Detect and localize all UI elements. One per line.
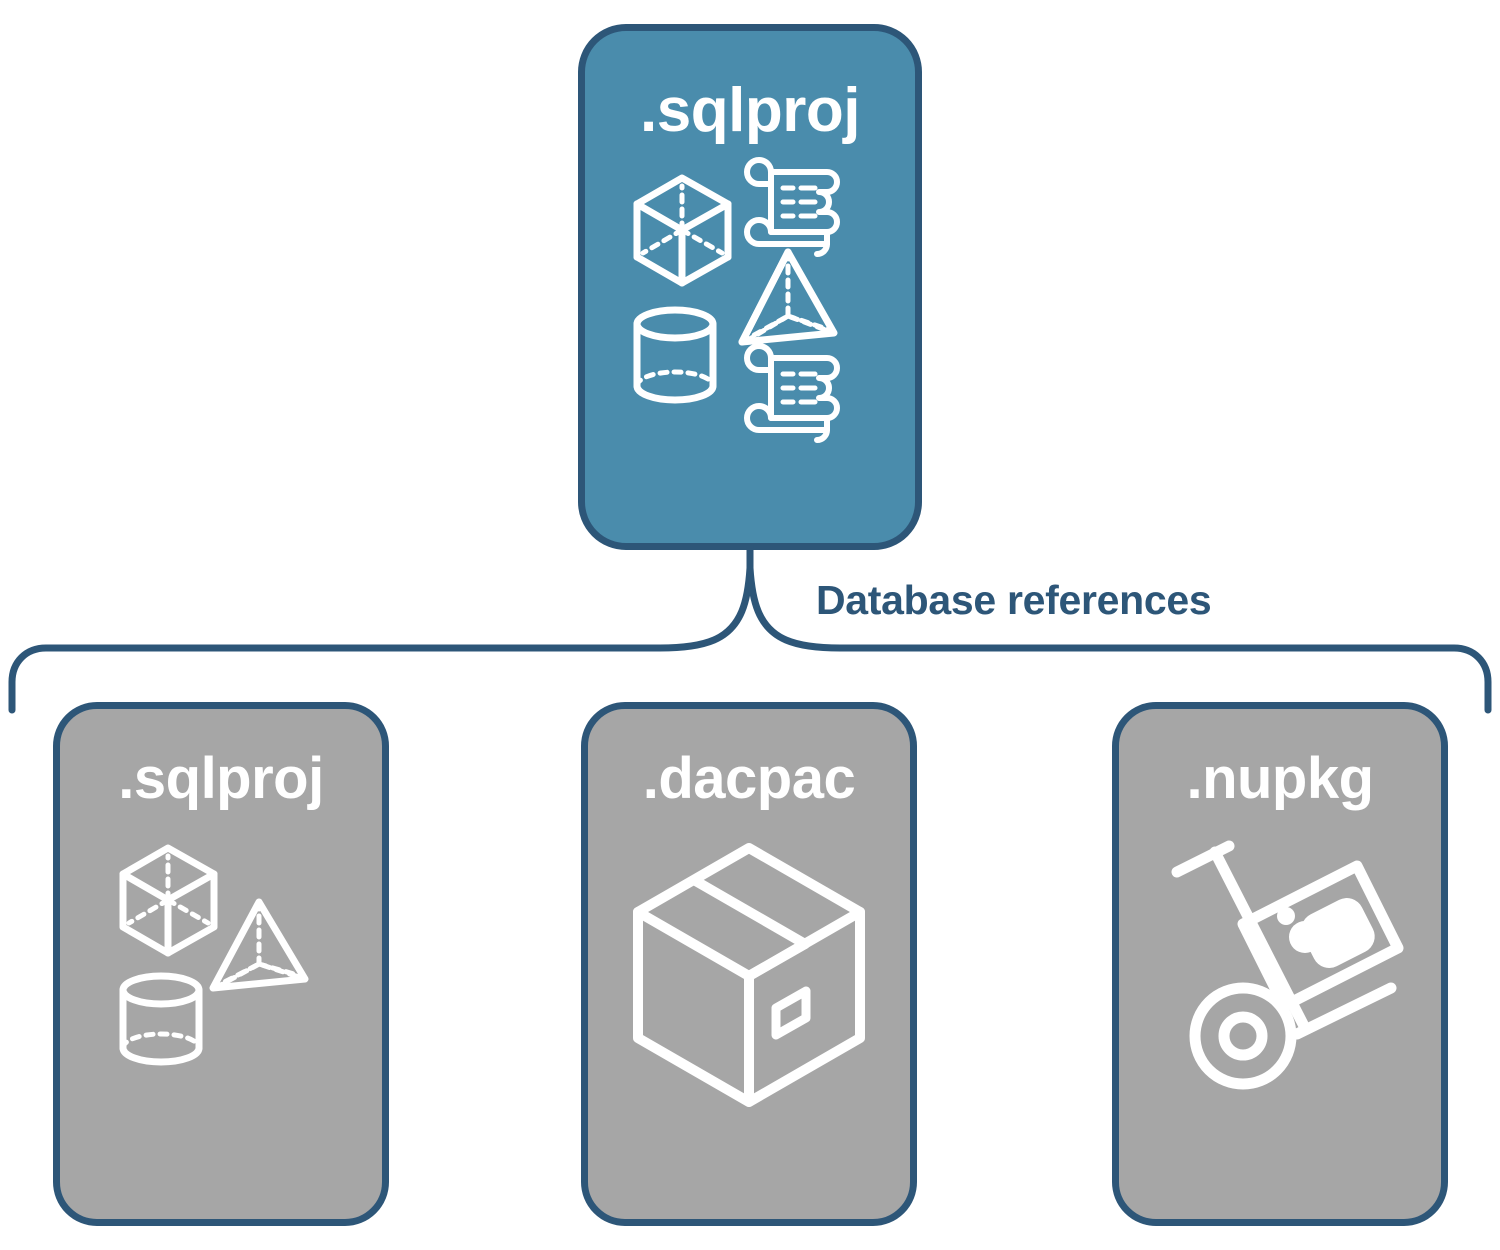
card-dacpac[interactable]: .dacpac	[581, 702, 917, 1226]
card-title-nupkg: .nupkg	[1186, 746, 1374, 811]
cube-wireframe-icon	[119, 844, 218, 957]
card-sqlproj-parent[interactable]: .sqlproj	[578, 24, 922, 550]
cylinder-wireframe-icon	[119, 972, 203, 1066]
card-nupkg[interactable]: .nupkg	[1112, 702, 1448, 1226]
connector-label-database-references: Database references	[816, 577, 1212, 623]
card-artwork-sqlproj-parent	[585, 146, 915, 543]
card-title-dacpac: .dacpac	[642, 746, 856, 811]
cube-wireframe-icon	[633, 174, 732, 287]
pyramid-wireframe-icon	[738, 248, 838, 346]
package-box-icon	[633, 843, 865, 1107]
card-title-sqlproj-parent: .sqlproj	[640, 76, 860, 145]
card-sqlproj-child[interactable]: .sqlproj	[53, 702, 389, 1226]
hand-truck-package-icon	[1171, 840, 1404, 1090]
card-artwork-dacpac	[588, 812, 910, 1219]
card-artwork-nupkg	[1119, 812, 1441, 1219]
pyramid-wireframe-icon	[209, 898, 309, 992]
scroll-script-icon	[744, 343, 840, 443]
scroll-script-icon	[744, 157, 840, 257]
card-title-sqlproj-child: .sqlproj	[118, 746, 324, 811]
card-artwork-sqlproj-child	[60, 812, 382, 1219]
cylinder-wireframe-icon	[633, 306, 717, 404]
